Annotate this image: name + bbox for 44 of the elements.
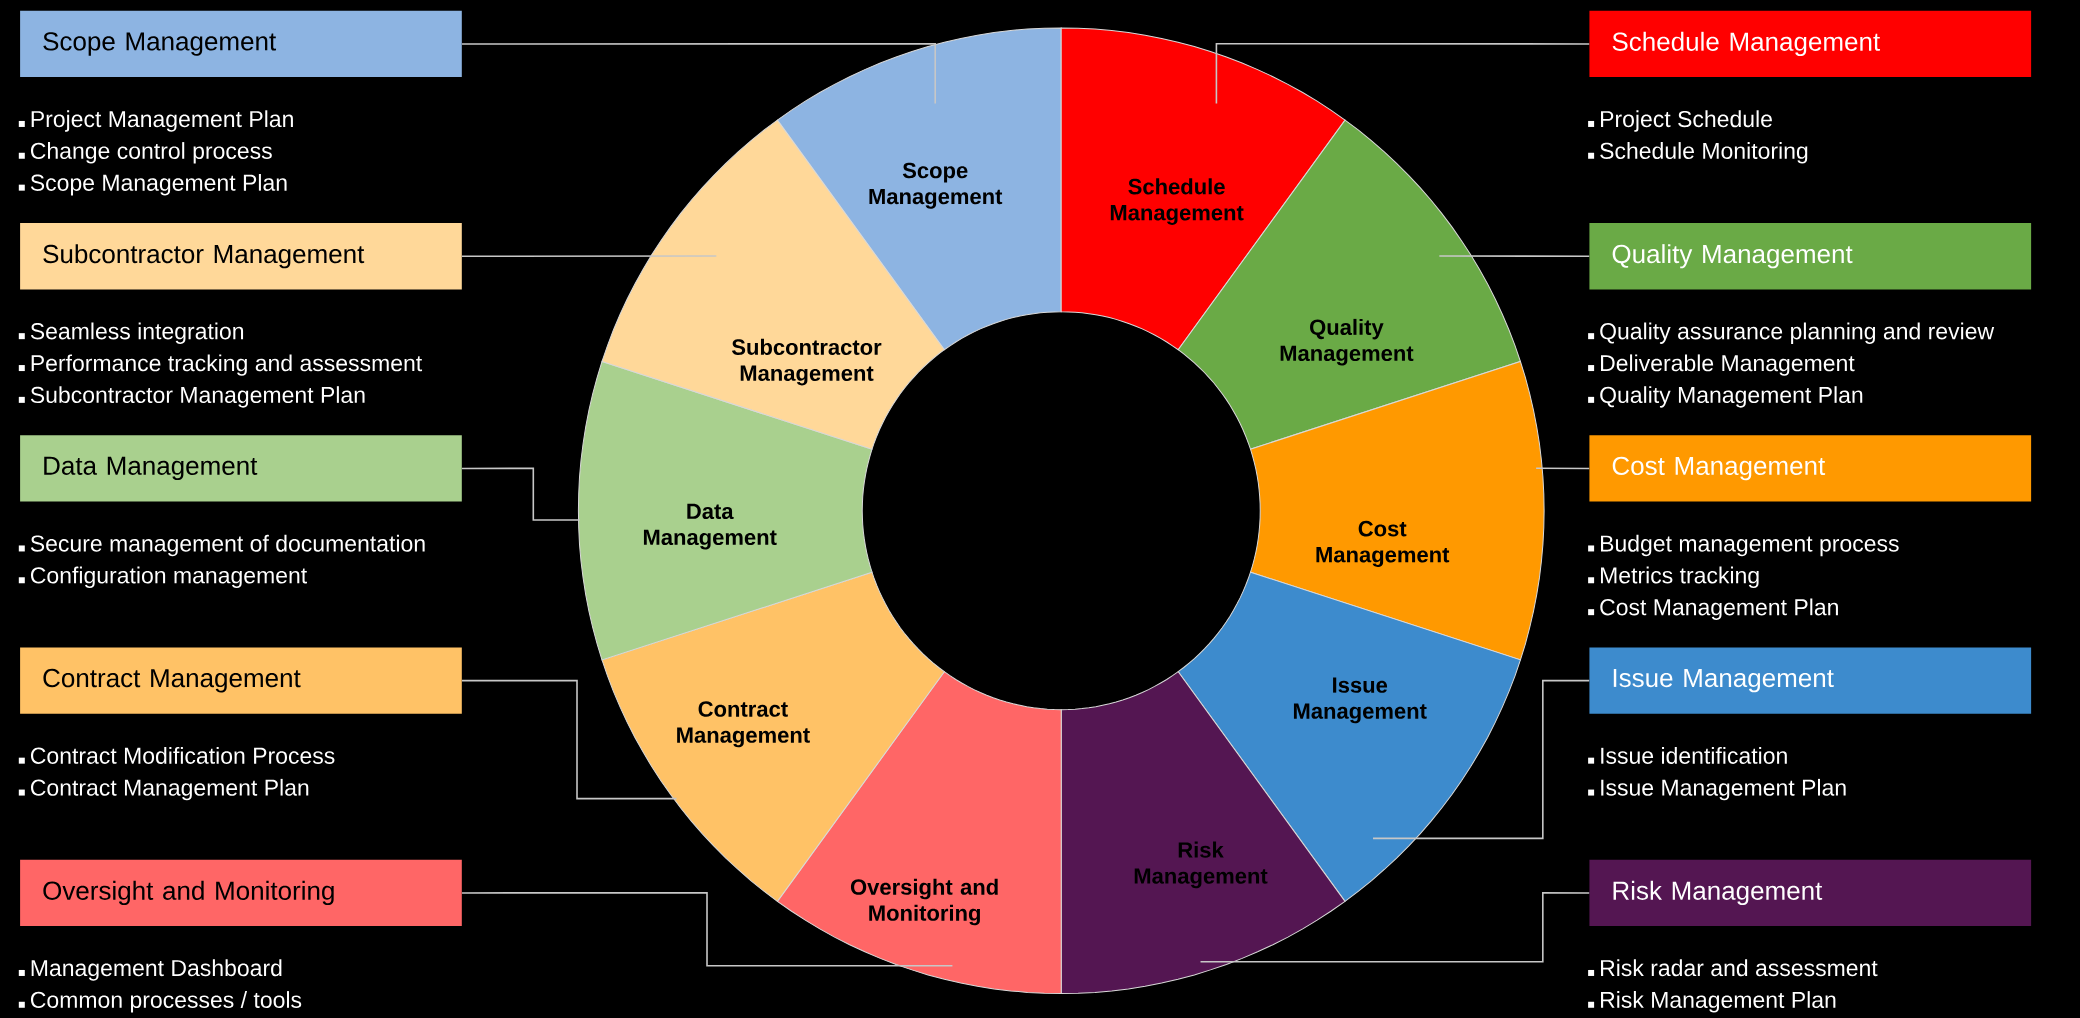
leader-line xyxy=(1372,679,1590,840)
bullet-item: Metrics tracking xyxy=(1588,566,1759,589)
bullet-item: Deliverable Management xyxy=(1588,354,1855,376)
title-box: Quality Management xyxy=(1589,223,2032,290)
bullet-item: Issue Management Plan xyxy=(1588,778,1846,801)
bullet-item: Project Management Plan xyxy=(18,110,293,132)
title-box: Schedule Management xyxy=(1589,10,2032,78)
title-box: Contract Management xyxy=(20,647,462,714)
leader-line xyxy=(1438,255,1590,258)
leader-line xyxy=(1215,43,1590,105)
bullet-item: Seamless integration xyxy=(18,322,244,344)
bullet-item: Management Dashboard xyxy=(18,959,282,981)
title-box: Data Management xyxy=(20,435,462,502)
title-box: Subcontractor Management xyxy=(20,223,462,290)
title-box: Risk Management xyxy=(1589,859,2032,927)
bullet-item: Quality assurance planning and review xyxy=(1588,322,1995,344)
leader-line xyxy=(1535,467,1590,470)
title-box: Cost Management xyxy=(1589,435,2032,502)
bullet-item: Budget management process xyxy=(1588,534,1899,557)
bullet-item: Configuration management xyxy=(18,566,307,589)
bullet-item: Contract Modification Process xyxy=(18,747,335,764)
bullet-item: Contract Management Plan xyxy=(18,778,309,801)
leader-line xyxy=(461,255,718,258)
bullet-item: Risk Management Plan xyxy=(1588,991,1836,1013)
bullet-item: Common processes / tools xyxy=(18,991,302,1013)
bullet-item: Cost Management Plan xyxy=(1588,598,1838,620)
leader-line xyxy=(1199,892,1590,963)
title-box: Oversight and Monitoring xyxy=(20,859,462,927)
title-box: Issue Management xyxy=(1589,647,2032,714)
bullet-item: Schedule Monitoring xyxy=(1588,142,1808,164)
bullet-item: Change control process xyxy=(18,142,272,164)
bullet-item: Scope Management Plan xyxy=(18,174,287,196)
leader-line xyxy=(461,892,954,967)
leader-line xyxy=(461,467,581,521)
leader-line xyxy=(461,679,678,800)
bullet-item: Subcontractor Management Plan xyxy=(18,386,365,408)
bullet-item: Secure management of documentation xyxy=(18,534,425,557)
bullet-item: Quality Management Plan xyxy=(1588,386,1863,408)
bullet-item: Performance tracking and assessment xyxy=(18,354,423,376)
leader-line xyxy=(461,43,936,105)
bullet-item: Project Schedule xyxy=(1588,110,1772,132)
bullet-item: Risk radar and assessment xyxy=(1588,959,1878,977)
title-box: Scope Management xyxy=(20,10,462,78)
bullet-item: Issue identification xyxy=(1588,747,1787,764)
